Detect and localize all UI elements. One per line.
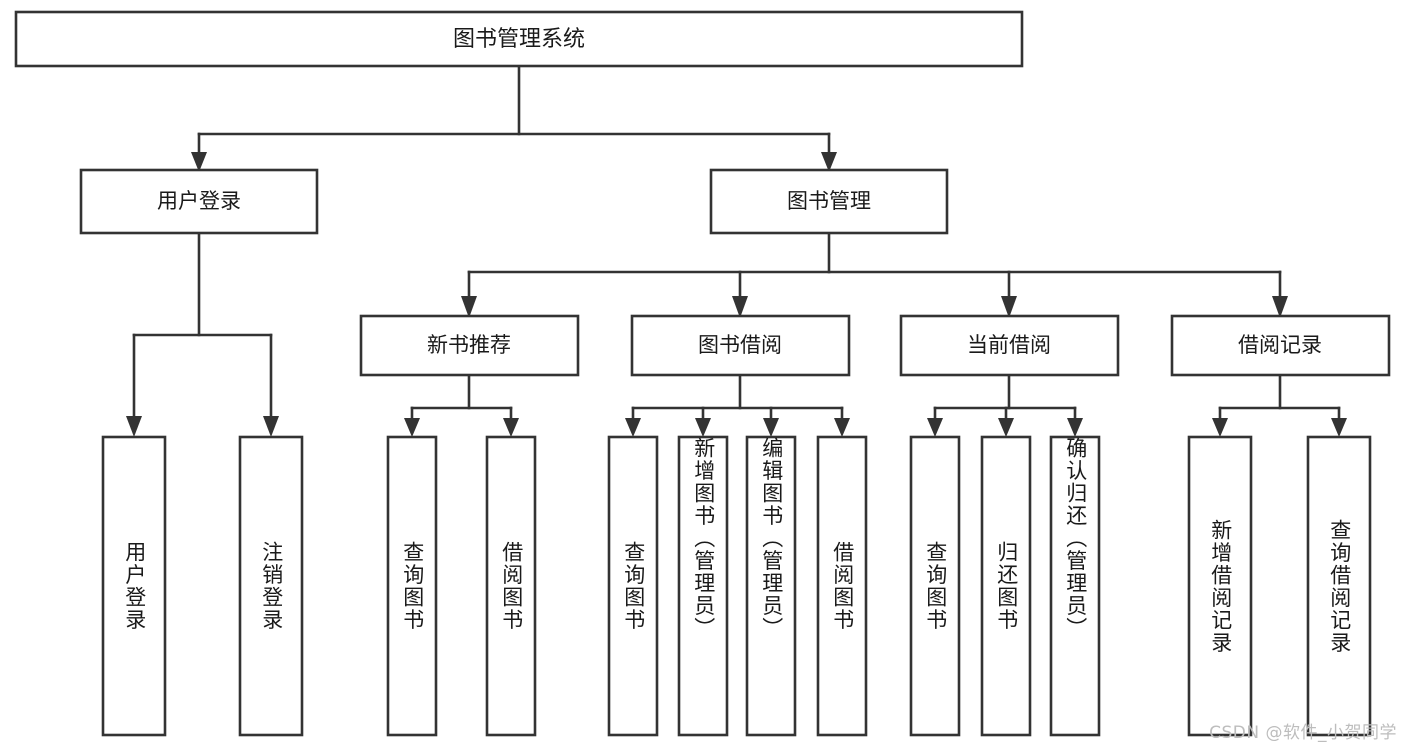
arrow-icon-cu-1: [927, 418, 943, 437]
arrow-icon-leaf-userlogin: [126, 416, 142, 437]
leaf-box-user-login[interactable]: [101, 435, 167, 737]
node-user-login-box[interactable]: [79, 168, 319, 235]
arrow-icon-bo-4: [834, 418, 850, 437]
connector-current-to-leaves: [927, 373, 1083, 437]
connector-userlogin-to-leaves: [126, 231, 279, 437]
arrow-icon-nb-2: [503, 418, 519, 437]
leaf-box-logout[interactable]: [238, 435, 304, 737]
node-current-borrow-box[interactable]: [899, 314, 1120, 377]
csdn-watermark: CSDN @软件_小贺同学: [1209, 723, 1397, 743]
arrow-icon-bo-1: [625, 418, 641, 437]
connector-root-to-level2: [191, 64, 837, 172]
node-user-login[interactable]: 用户登录: [79, 168, 319, 235]
leaf-box-bo-query-book[interactable]: [607, 435, 659, 737]
node-new-book-recommend-box[interactable]: [359, 314, 580, 377]
leaf-box-re-query-record[interactable]: [1306, 435, 1372, 737]
arrow-icon-bookmgmt: [821, 152, 837, 172]
node-borrow-records-box[interactable]: [1170, 314, 1391, 377]
leaf-box-cu-return-book[interactable]: [980, 435, 1032, 737]
node-current-borrow-label: 当前借阅: [967, 333, 1051, 357]
node-current-borrow[interactable]: 当前借阅: [899, 314, 1120, 377]
leaf-box-cu-confirm-return[interactable]: [1049, 435, 1101, 737]
node-new-book-recommend-label: 新书推荐: [427, 333, 511, 357]
node-book-management-label: 图书管理: [787, 189, 871, 213]
connector-bookmgmt-to-groups: [461, 231, 1288, 318]
arrow-icon-bo-3: [763, 418, 779, 437]
node-root-box[interactable]: [14, 10, 1024, 68]
node-user-login-label: 用户登录: [157, 189, 241, 213]
node-book-borrow-box[interactable]: [630, 314, 851, 377]
arrow-icon-newbook: [461, 296, 477, 318]
leaf-box-cu-query-book[interactable]: [909, 435, 961, 737]
connector-records-to-leaves: [1212, 373, 1347, 437]
node-book-borrow[interactable]: 图书借阅: [630, 314, 851, 377]
node-new-book-recommend[interactable]: 新书推荐: [359, 314, 580, 377]
connector-newbook-to-leaves: [404, 373, 519, 437]
leaf-box-nb-query-book[interactable]: [386, 435, 438, 737]
node-borrow-records[interactable]: 借阅记录: [1170, 314, 1391, 377]
node-book-borrow-label: 图书借阅: [698, 333, 782, 357]
leaf-box-nb-borrow-book[interactable]: [485, 435, 537, 737]
node-root-label: 图书管理系统: [453, 27, 585, 52]
leaf-boxes: [101, 435, 1372, 737]
arrow-icon-records: [1272, 296, 1288, 318]
arrow-icon-nb-1: [404, 418, 420, 437]
node-root-system[interactable]: 图书管理系统: [14, 10, 1024, 68]
arrow-icon-cu-2: [998, 418, 1014, 437]
arrow-icon-re-1: [1212, 418, 1228, 437]
arrow-icon-userlogin: [191, 152, 207, 172]
arrow-icon-cu-3: [1067, 418, 1083, 437]
leaf-box-re-add-record[interactable]: [1187, 435, 1253, 737]
arrow-icon-borrow: [732, 296, 748, 318]
leaf-box-bo-add-book[interactable]: [677, 435, 729, 737]
leaf-box-bo-borrow-book[interactable]: [816, 435, 868, 737]
arrow-icon-bo-2: [695, 418, 711, 437]
node-book-management[interactable]: 图书管理: [709, 168, 949, 235]
node-borrow-records-label: 借阅记录: [1238, 333, 1322, 357]
arrow-icon-leaf-logout: [263, 416, 279, 437]
connector-borrow-to-leaves: [625, 373, 850, 437]
node-book-management-box[interactable]: [709, 168, 949, 235]
arrow-icon-current: [1001, 296, 1017, 318]
arrow-icon-re-2: [1331, 418, 1347, 437]
leaf-box-bo-edit-book[interactable]: [745, 435, 797, 737]
